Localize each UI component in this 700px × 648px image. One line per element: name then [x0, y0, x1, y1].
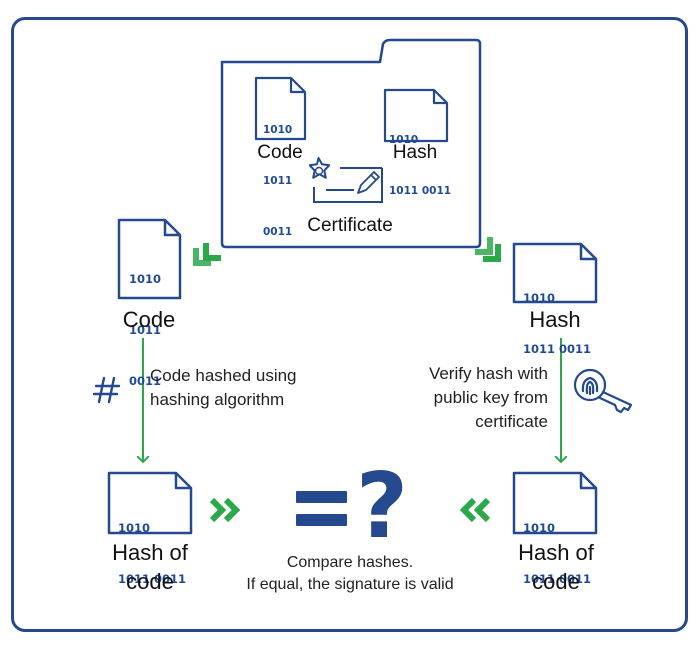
bottom-right-doc-lines: 1010 1011 0011 [523, 521, 592, 586]
right-step-text: Verify hash with public key from certifi… [428, 364, 548, 431]
compare-text: Compare hashes. If equal, the signature … [246, 554, 454, 593]
folder-code-label: Code [257, 142, 303, 163]
equals-icon [296, 491, 347, 526]
code-label: Code [122, 307, 176, 332]
bottom-right-document-icon [512, 471, 598, 535]
question-mark-icon: ? [356, 454, 408, 559]
left-step-text: Code hashed using hashing algorithm [150, 366, 297, 409]
hash-doc-lines: 1010 1011 0011 [523, 291, 592, 356]
bottom-left-label: Hash of code [112, 540, 188, 594]
chevrons-down-left-icon [193, 243, 221, 266]
certificate-label: Certificate [307, 215, 393, 236]
folder-code-doc-lines: 1010 1011 0011 [263, 124, 293, 238]
bottom-left-doc-lines: 1010 1011 0011 [118, 521, 187, 586]
chevrons-right-icon [209, 497, 241, 523]
folder-code-document-icon [254, 76, 307, 141]
chevrons-left-icon [459, 497, 491, 523]
folder-hash-label: Hash [392, 142, 438, 163]
chevrons-down-right-icon [475, 237, 501, 262]
hash-document-icon [512, 242, 598, 304]
bottom-left-document-icon [107, 471, 193, 535]
fingerprint-key-icon [573, 368, 633, 414]
hash-symbol-icon [92, 376, 121, 404]
code-document-icon [117, 218, 182, 300]
folder-hash-doc-lines: 1010 1011 0011 [389, 134, 452, 197]
certificate-icon [308, 157, 383, 203]
hash-label: Hash [529, 307, 581, 332]
bottom-right-label: Hash of code [518, 540, 594, 594]
folder-hash-document-icon [383, 88, 449, 143]
code-doc-lines: 1010 1011 0011 [129, 272, 162, 388]
